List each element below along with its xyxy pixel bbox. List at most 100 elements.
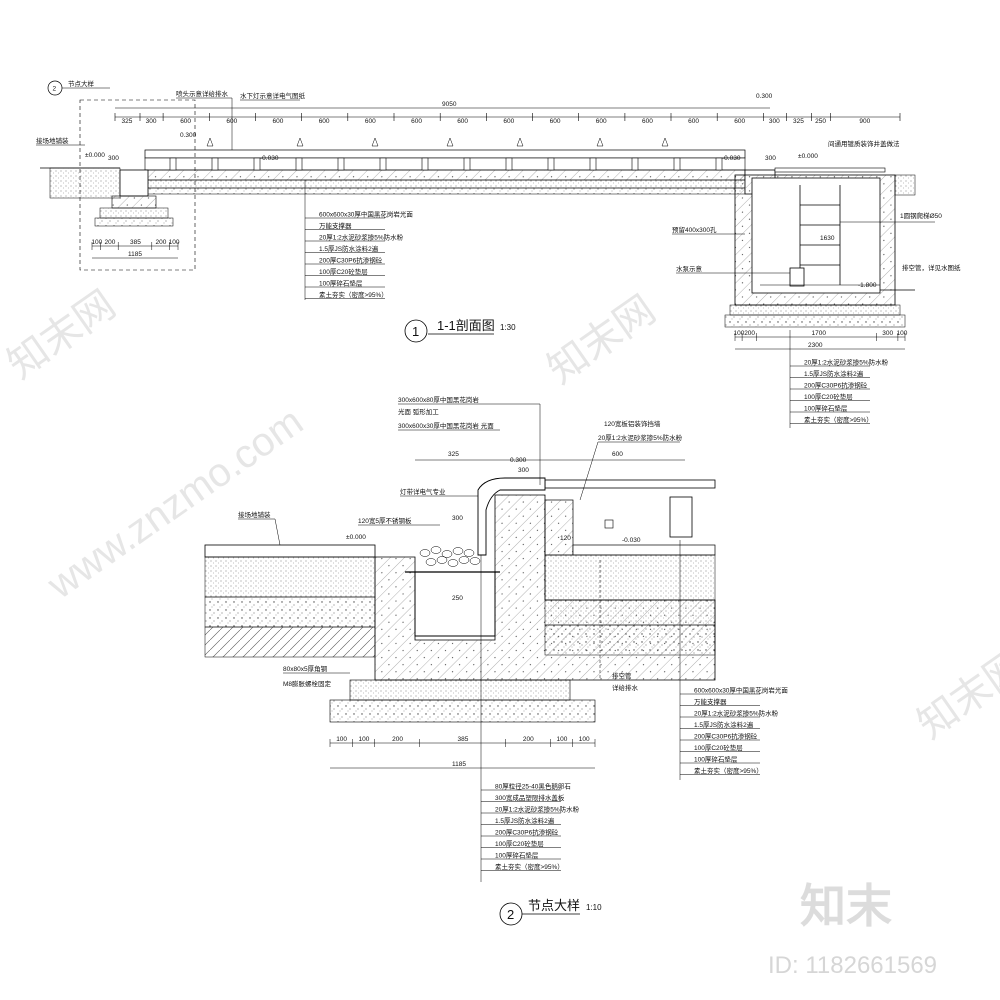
svg-text:250: 250 <box>452 595 463 602</box>
base-dim-label: 100 <box>91 239 102 246</box>
left-paving-callout: 接场地铺装 <box>36 136 69 145</box>
layer-left-label: 1.5厚JS防水涂料2遍 <box>319 244 379 253</box>
svg-text:300: 300 <box>108 155 119 162</box>
svg-text:-0.030: -0.030 <box>722 155 741 162</box>
layer-right-label: 200厚C30P6抗渗钢砼 <box>804 381 868 390</box>
stone-board-callout: 120宽板铝装饰挡墙 <box>604 419 661 428</box>
pool-concrete-slab <box>144 169 746 181</box>
node-paving-callout: 接场地铺装 <box>238 510 271 519</box>
base-dim-label: 200 <box>156 239 167 246</box>
base-dim-label: 200 <box>105 239 116 246</box>
node-layer-bottom-label: 200厚C30P6抗渗钢砼 <box>495 828 559 837</box>
right-base-total: 2300 <box>808 342 823 349</box>
pedestal <box>169 157 177 171</box>
base-dim-label: 300 <box>882 330 893 337</box>
total-length-dim: 9050 <box>442 101 457 108</box>
pump-pit-interior <box>751 177 881 294</box>
pebble <box>447 559 459 567</box>
base-dim-label: 100 <box>557 736 568 743</box>
watermark-logo: 知末 <box>800 880 892 932</box>
svg-text:300: 300 <box>452 515 463 522</box>
top-dim-label: 600 <box>734 118 745 125</box>
top-dim-label: 325 <box>122 118 133 125</box>
pump-icon <box>789 267 805 287</box>
drain-callout: 排空管，详见水图纸 <box>902 263 961 272</box>
pebble <box>463 549 475 557</box>
node-layer-bottom-label: 素土夯实（密度>95%） <box>495 862 564 871</box>
drain-trench <box>414 571 496 637</box>
left-edge-trench <box>119 169 149 197</box>
top-dim-label: 600 <box>319 118 330 125</box>
pedestal <box>673 157 681 171</box>
pebble <box>425 558 437 566</box>
pebble <box>469 557 481 565</box>
left-paving-base <box>204 556 376 598</box>
left-base-total: 1185 <box>128 251 142 258</box>
angle-steel-callout: 80x80x5厚角钢 <box>283 664 328 673</box>
ladder-callout: 1圆钢爬梯Ø50 <box>900 211 942 220</box>
node-layer-bottom-label: 80厚粒径25-40黑色鹅卵石 <box>495 782 571 791</box>
node-layer-right-label: 600x600x30厚中国黑花岗岩光面 <box>694 686 788 695</box>
pedestal <box>295 157 303 171</box>
node-layer-bottom-label: 100厚碎石垫层 <box>495 851 539 860</box>
svg-text:-1.800: -1.800 <box>858 282 877 289</box>
section2-scale: 1:10 <box>586 903 602 912</box>
pedestal <box>505 157 513 171</box>
top-dim-label: 600 <box>180 118 191 125</box>
layer-left-label: 200厚C30P6抗渗钢砼 <box>319 256 383 265</box>
top-dim-label: 300 <box>769 118 780 125</box>
pedestal <box>253 157 261 171</box>
svg-text:0.300: 0.300 <box>180 132 197 139</box>
svg-text:光面 弧形加工: 光面 弧形加工 <box>398 407 439 416</box>
top-dim-label: 600 <box>550 118 561 125</box>
led-callout: 灯带详电气专业 <box>400 487 446 496</box>
svg-text:2: 2 <box>53 86 57 93</box>
spray-nozzle-icon <box>371 137 379 147</box>
layer-right-label: 素土夯实（密度>95%） <box>804 415 873 424</box>
section1-title: 1-1剖面图 <box>437 318 495 333</box>
svg-text:300x600x80厚中国黑花岗岩: 300x600x80厚中国黑花岗岩 <box>398 395 479 404</box>
pedestal <box>463 157 471 171</box>
top-dim-label: 600 <box>411 118 422 125</box>
layer-left-label: 600x600x30厚中国黑花岗岩光面 <box>319 210 413 219</box>
watermark-id: ID: 1182661569 <box>768 952 937 979</box>
pedestal <box>715 157 723 171</box>
pebble <box>441 550 453 558</box>
node-layer-right-label: 素土夯实（密度>95%） <box>694 766 763 775</box>
pebble <box>419 549 431 557</box>
layer-right-label: 20厚1:2水泥砂浆掺5%防水粉 <box>804 358 889 367</box>
layer-right-label: 100厚C20砼垫层 <box>804 392 853 401</box>
bolt-callout: M8膨胀螺栓固定 <box>283 679 332 688</box>
pebble <box>436 556 448 564</box>
layer-left-label: 素土夯实（密度>95%） <box>319 290 388 299</box>
pedestal <box>589 157 597 171</box>
svg-text:325: 325 <box>448 451 459 458</box>
layer-left-label: 20厚1:2水泥砂浆掺5%防水粉 <box>319 233 404 242</box>
base-dim-label: 100 <box>897 330 908 337</box>
left-ground <box>49 167 121 199</box>
top-dim-label: 300 <box>146 118 157 125</box>
svg-text:±0.000: ±0.000 <box>85 152 105 159</box>
section1-number-circle <box>404 319 428 343</box>
svg-text:300x600x30厚中国黑花岗岩 光面: 300x600x30厚中国黑花岗岩 光面 <box>398 421 494 430</box>
base-dim-label: 100 <box>169 239 180 246</box>
svg-text:120: 120 <box>560 535 571 542</box>
top-dim-label: 600 <box>596 118 607 125</box>
svg-text:知末网: 知末网 <box>540 288 664 393</box>
layer-left-label: 100厚C20砼垫层 <box>319 267 368 276</box>
top-dim-label: 600 <box>642 118 653 125</box>
svg-text:0.300: 0.300 <box>756 93 773 100</box>
node-layer-bottom-label: 300宽成品塑限排水盖板 <box>495 793 565 802</box>
node-pool-stone <box>544 479 716 489</box>
svg-text:1: 1 <box>412 324 419 339</box>
pool-cushion <box>144 179 746 189</box>
svg-text:±0.000: ±0.000 <box>798 153 818 160</box>
pedestal <box>337 157 345 171</box>
top-dim-label: 900 <box>859 118 870 125</box>
node-layer-right-label: 200厚C30P6抗渗钢砼 <box>694 732 758 741</box>
svg-text:-0.030: -0.030 <box>260 155 279 162</box>
spray-nozzle-icon <box>296 137 304 147</box>
node-gravel-base <box>329 699 596 723</box>
